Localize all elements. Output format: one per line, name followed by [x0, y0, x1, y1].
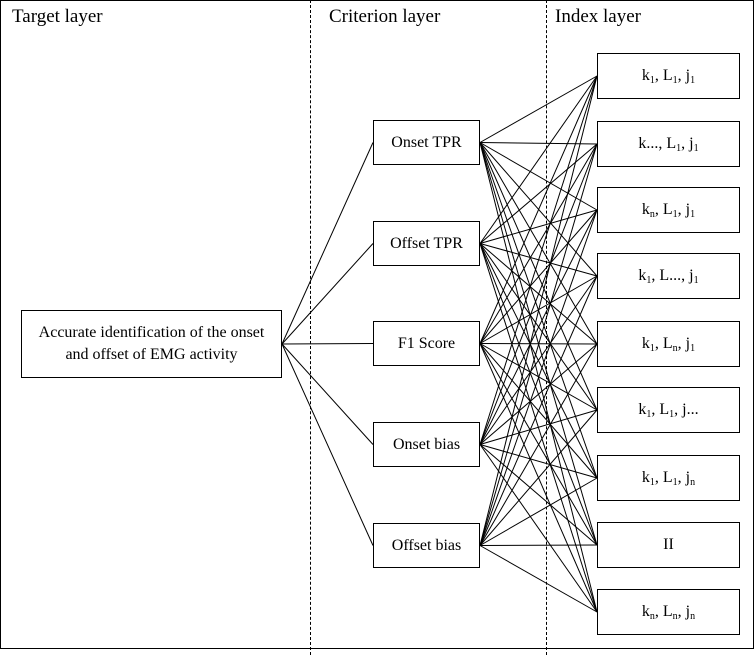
connector-criterion-to-index [479, 142, 598, 145]
target-layer-title: Target layer [12, 6, 103, 27]
index-node: k1, L1, j... [597, 387, 740, 433]
connector-target-to-criterion [281, 343, 374, 445]
connector-criterion-to-index [479, 209, 598, 344]
connector-criterion-to-index [479, 409, 598, 546]
criterion-layer-title: Criterion layer [329, 6, 441, 27]
connector-criterion-to-index [479, 143, 598, 546]
connector-criterion-to-index [479, 343, 598, 445]
index-node: kn, L1, j1 [597, 187, 740, 233]
connector-criterion-to-index [479, 209, 598, 445]
index-node-label: k1, Ln, j1 [641, 334, 696, 354]
connector-criterion-to-index [479, 444, 598, 546]
connector-criterion-to-index [479, 143, 598, 244]
index-node: k1, L1, j1 [597, 53, 740, 99]
index-node-label: kn, L1, j1 [641, 200, 696, 220]
index-node: k1, Ln, j1 [597, 321, 740, 367]
layer-divider-2 [546, 0, 547, 655]
index-node-label: kn, Ln, jn [641, 602, 696, 622]
connector-criterion-to-index [479, 444, 598, 479]
index-node-label: k1, L1, jn [641, 468, 696, 488]
connector-criterion-to-index [479, 409, 598, 445]
criterion-node-f1-score: F1 Score [373, 321, 480, 366]
connector-criterion-to-index [479, 75, 598, 445]
connector-target-to-criterion [281, 343, 374, 345]
connector-target-to-criterion [281, 142, 374, 345]
index-node-label: II [663, 536, 674, 553]
connector-criterion-to-index [479, 545, 598, 613]
connector-target-to-criterion [281, 343, 374, 546]
connector-criterion-to-index [479, 209, 598, 244]
connector-criterion-to-index [479, 209, 598, 546]
index-node-label: k..., L1, j1 [638, 134, 699, 154]
connector-criterion-to-index [479, 75, 598, 546]
connector-criterion-to-index [479, 343, 598, 546]
connector-criterion-to-index [479, 75, 598, 344]
index-node-label: k1, L..., j1 [638, 266, 699, 286]
index-node: kn, Ln, jn [597, 589, 740, 635]
connector-criterion-to-index [479, 142, 598, 211]
connector-criterion-to-index [479, 75, 598, 244]
connector-criterion-to-index [479, 143, 598, 344]
index-node: k..., L1, j1 [597, 121, 740, 167]
connector-criterion-to-index [479, 477, 598, 546]
criterion-node-offset-bias: Offset bias [373, 523, 480, 568]
target-node: Accurate identification of the onset and… [21, 310, 282, 378]
index-node: k1, L1, jn [597, 455, 740, 501]
connector-target-to-criterion [281, 243, 374, 345]
index-node-label: k1, L1, j1 [641, 66, 696, 86]
connector-criterion-to-index [479, 275, 598, 445]
layer-divider-1 [310, 0, 311, 655]
index-layer-title: Index layer [555, 6, 641, 27]
index-node: II [597, 522, 740, 568]
connector-criterion-to-index [479, 444, 598, 613]
connector-criterion-to-index [479, 143, 598, 445]
connector-criterion-to-index [479, 75, 598, 143]
connector-criterion-to-index [479, 275, 598, 546]
criterion-node-onset-tpr: Onset TPR [373, 120, 480, 165]
connector-criterion-to-index [479, 544, 598, 546]
criterion-node-onset-bias: Onset bias [373, 422, 480, 467]
index-node: k1, L..., j1 [597, 253, 740, 299]
index-node-label: k1, L1, j... [638, 400, 699, 420]
criterion-node-offset-tpr: Offset TPR [373, 221, 480, 266]
